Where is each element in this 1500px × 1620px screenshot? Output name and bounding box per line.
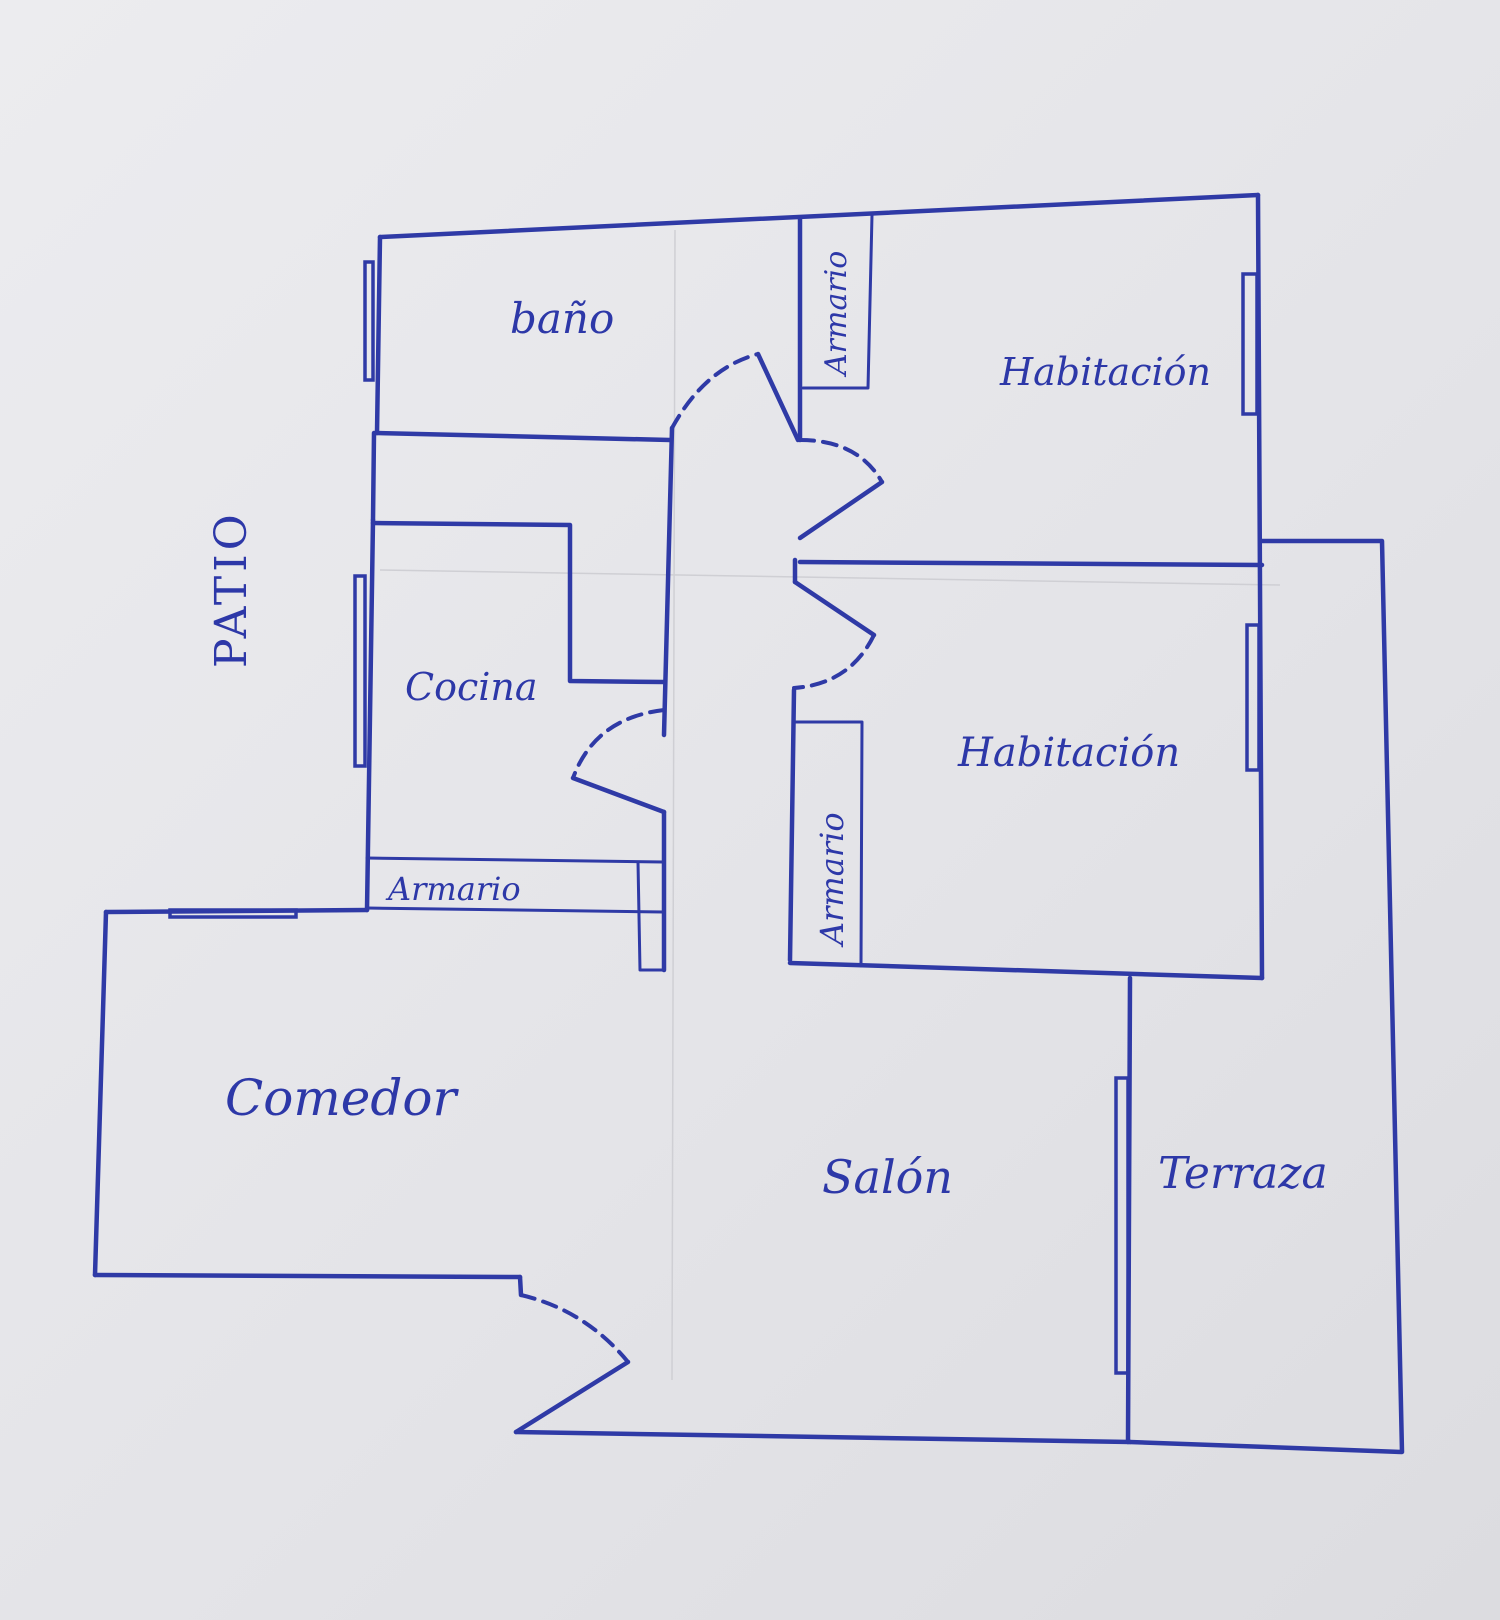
wall-top: [377, 192, 1261, 240]
armario-left-bottom: [365, 906, 665, 914]
door-cocina: [570, 775, 667, 815]
door-habitacion-2: [792, 579, 877, 638]
window-comedor: [168, 908, 298, 919]
wall-entry-jamb: [517, 1274, 524, 1298]
wall-comedor-left: [92, 909, 109, 1278]
wall-terraza-outer: [1127, 538, 1405, 1455]
label-armario-mid: Armario: [813, 812, 851, 948]
window-habitacion-2: [1245, 623, 1261, 772]
label-terraza: Terraza: [1158, 1148, 1328, 1199]
window-habitacion-1: [1241, 272, 1259, 416]
door-cocina-swing: [571, 708, 666, 780]
label-habitacion-1: Habitación: [999, 350, 1211, 394]
wall-left-mid: [370, 430, 377, 523]
armario-left-top: [365, 856, 665, 864]
door-habitacion-1-swing: [798, 438, 884, 484]
label-patio: PATIO: [206, 510, 257, 668]
window-cocina: [353, 574, 367, 768]
wall-bano-bottom: [373, 430, 673, 443]
armario-top-box: [801, 213, 874, 390]
label-cocina: Cocina: [405, 665, 538, 709]
paper-fold: [379, 569, 1281, 586]
wall-left-bano: [374, 234, 383, 436]
wall-comedor-bottom: [92, 1272, 523, 1280]
wall-hab2-bottom: [787, 960, 1265, 981]
window-terraza: [1114, 1076, 1130, 1375]
door-habitacion-2-swing: [792, 633, 876, 690]
wall-hall-right-bottom: [787, 687, 797, 963]
window-bano: [363, 260, 375, 382]
wall-hall-left-upper: [661, 425, 675, 738]
label-bano: baño: [510, 294, 614, 343]
label-comedor: Comedor: [225, 1069, 459, 1127]
door-bano: [755, 351, 801, 443]
door-entrance: [513, 1359, 631, 1435]
label-habitacion-2: Habitación: [957, 730, 1180, 776]
armario-left-post: [636, 860, 666, 972]
door-habitacion-1: [797, 479, 885, 541]
label-armario-left: Armario: [385, 870, 521, 908]
paper-fold: [671, 229, 676, 1381]
armario-mid-box: [792, 720, 864, 968]
wall-between-bedrooms: [797, 559, 1265, 568]
label-salon: Salón: [822, 1150, 953, 1204]
wall-cocina-top: [370, 520, 667, 685]
door-bano-swing: [670, 352, 760, 430]
wall-left-cocina: [364, 517, 376, 913]
wall-salon-bottom: [513, 1429, 1133, 1445]
label-armario-top: Armario: [819, 251, 854, 378]
door-entrance-swing: [519, 1293, 630, 1364]
